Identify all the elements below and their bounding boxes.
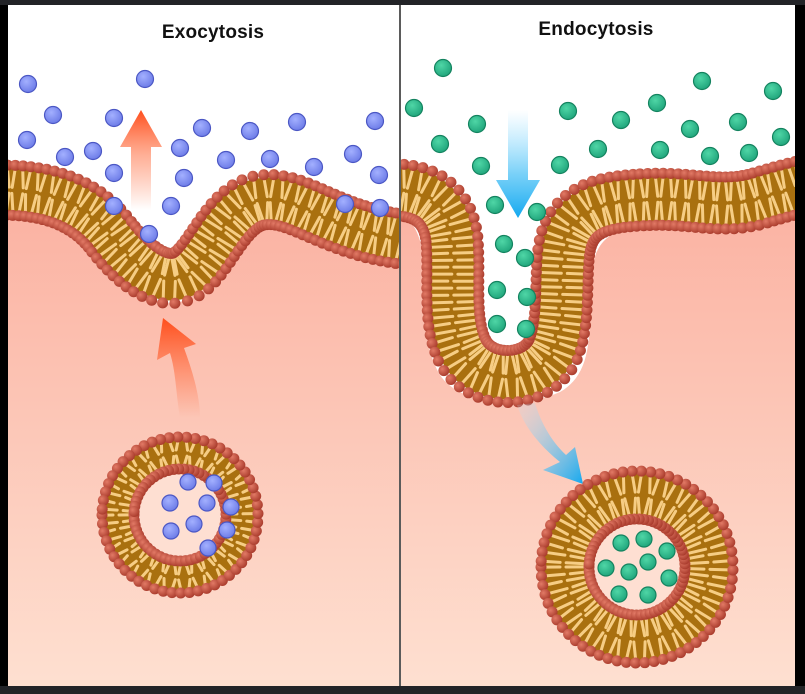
molecule-particle xyxy=(104,196,124,216)
molecule-particle xyxy=(139,224,159,244)
molecule-particle xyxy=(588,139,608,159)
molecule-particle xyxy=(404,98,424,118)
molecule-particle xyxy=(174,168,194,188)
molecule-particle xyxy=(647,93,667,113)
cargo-particle xyxy=(639,553,657,571)
vesicle-to-membrane-arrow-icon xyxy=(157,318,200,418)
release-up-arrow-icon xyxy=(120,110,162,210)
molecule-particle xyxy=(369,165,389,185)
cargo-particle xyxy=(635,530,653,548)
molecule-particle xyxy=(771,127,791,147)
plasma-membrane xyxy=(8,159,400,309)
molecule-particle xyxy=(43,105,63,125)
diagram-canvas: Exocytosis Endocytosis xyxy=(8,5,795,686)
molecule-particle xyxy=(343,144,363,164)
left-frame-border xyxy=(0,5,8,686)
molecule-particle xyxy=(692,71,712,91)
molecule-particle xyxy=(304,157,324,177)
exocytosis-title: Exocytosis xyxy=(161,22,265,43)
molecule-particle xyxy=(471,156,491,176)
cargo-particle xyxy=(658,542,676,560)
molecule-particle xyxy=(527,202,547,222)
molecule-particle xyxy=(240,121,260,141)
endocytosis-title: Endocytosis xyxy=(538,19,654,40)
molecule-particle xyxy=(18,74,38,94)
right-frame-border xyxy=(795,5,805,686)
membrane-transport-illustration xyxy=(8,5,795,686)
uptake-down-arrow-icon xyxy=(496,110,540,218)
molecule-particle xyxy=(517,287,537,307)
pocket-to-vesicle-arrow-icon xyxy=(517,403,583,484)
molecule-particle xyxy=(170,138,190,158)
cargo-particle xyxy=(660,569,678,587)
molecule-particle xyxy=(485,195,505,215)
secreted-particles xyxy=(17,69,390,244)
cargo-particle xyxy=(612,534,630,552)
secretory-vesicle xyxy=(96,431,264,599)
molecule-particle xyxy=(515,248,535,268)
endocytosis-panel xyxy=(401,5,795,686)
molecule-particle xyxy=(365,111,385,131)
endocytic-vesicle xyxy=(535,465,739,669)
cargo-particle xyxy=(179,473,197,491)
molecule-particle xyxy=(135,69,155,89)
molecule-particle xyxy=(216,150,236,170)
molecule-particle xyxy=(260,149,280,169)
molecule-particle xyxy=(17,130,37,150)
molecule-particle xyxy=(700,146,720,166)
molecule-particle xyxy=(433,58,453,78)
cargo-particle xyxy=(199,539,217,557)
molecule-particle xyxy=(739,143,759,163)
cargo-particle xyxy=(639,586,657,604)
molecule-particle xyxy=(680,119,700,139)
cargo-particle xyxy=(162,522,180,540)
molecule-particle xyxy=(611,110,631,130)
cargo-particle xyxy=(597,559,615,577)
molecule-particle xyxy=(763,81,783,101)
molecule-particle xyxy=(467,114,487,134)
molecule-particle xyxy=(650,140,670,160)
molecule-particle xyxy=(494,234,514,254)
molecule-particle xyxy=(287,112,307,132)
panel-divider xyxy=(399,5,401,686)
molecule-particle xyxy=(430,134,450,154)
molecule-particle xyxy=(487,314,507,334)
cargo-particle xyxy=(161,494,179,512)
molecule-particle xyxy=(728,112,748,132)
molecule-particle xyxy=(558,101,578,121)
cargo-particle xyxy=(218,521,236,539)
exocytosis-panel xyxy=(8,5,400,686)
cargo-particle xyxy=(185,515,203,533)
molecule-particle xyxy=(104,108,124,128)
molecule-particle xyxy=(192,118,212,138)
molecule-particle xyxy=(104,163,124,183)
molecule-particle xyxy=(487,280,507,300)
cargo-particle xyxy=(620,563,638,581)
cargo-particle xyxy=(222,498,240,516)
molecule-particle xyxy=(516,319,536,339)
extracellular-particles xyxy=(404,58,791,339)
cargo-particle xyxy=(610,585,628,603)
molecule-particle xyxy=(370,198,390,218)
molecule-particle xyxy=(161,196,181,216)
molecule-particle xyxy=(55,147,75,167)
cargo-particle xyxy=(205,474,223,492)
molecule-particle xyxy=(83,141,103,161)
molecule-particle xyxy=(550,155,570,175)
molecule-particle xyxy=(335,194,355,214)
cargo-particle xyxy=(198,494,216,512)
